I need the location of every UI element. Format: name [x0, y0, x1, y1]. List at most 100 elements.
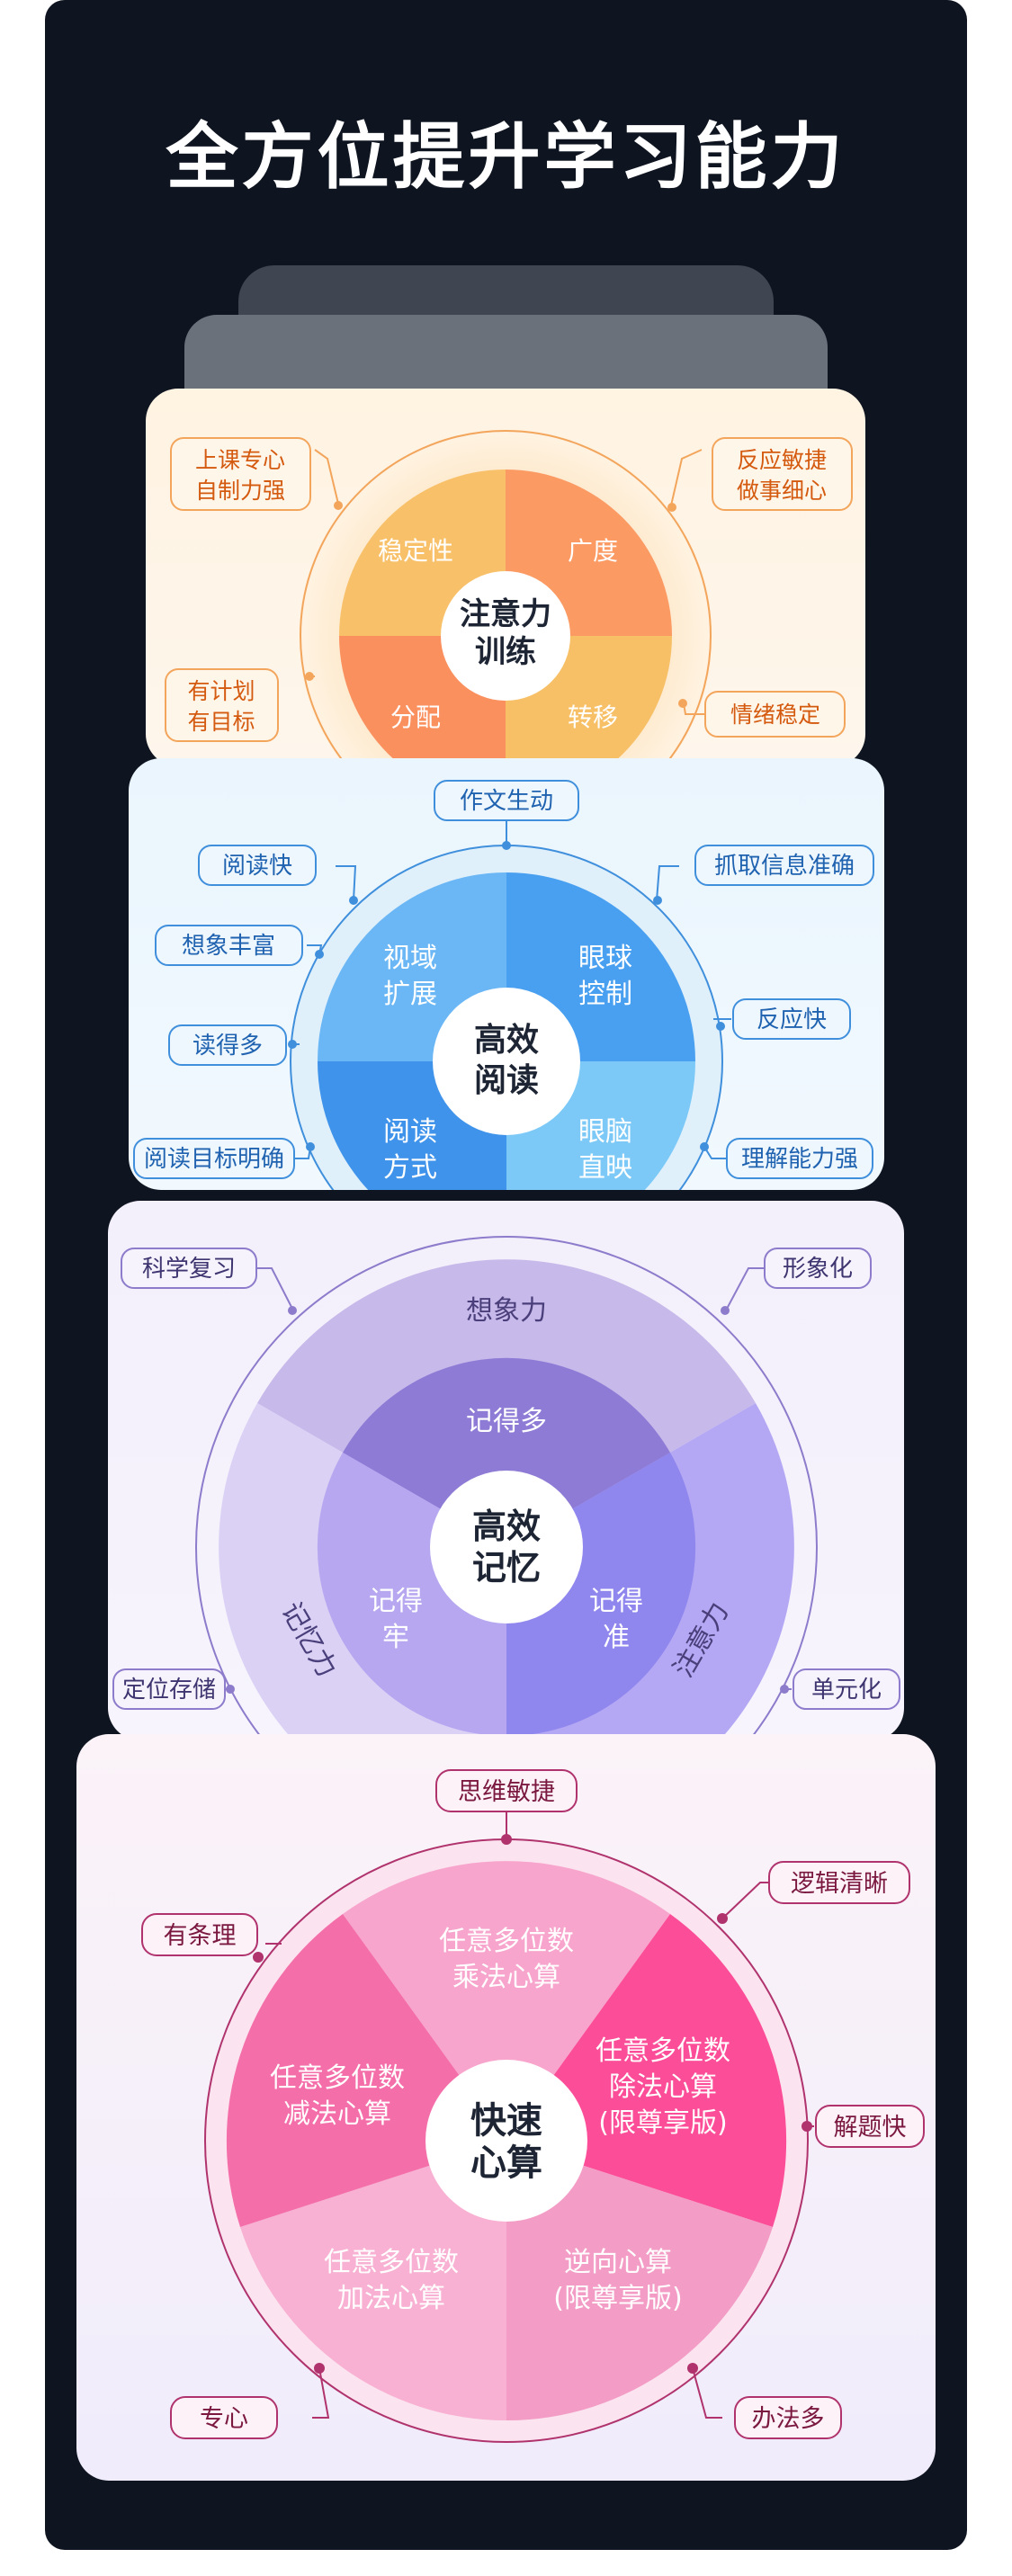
attention-callout-top-left — [170, 437, 311, 511]
reading-sector-label: 方式 — [383, 1152, 437, 1184]
memory-inner-label: 记得多 — [466, 1406, 547, 1437]
callout-text: 单元化 — [811, 1677, 882, 1704]
math-sector-label: 任意多位数 — [596, 2035, 730, 2067]
math-sector-label: 加法心算 — [337, 2283, 445, 2314]
callout-text: 做事细心 — [737, 478, 827, 504]
reading-center-line1: 高效 — [474, 1022, 539, 1059]
attention-callout-bottom-left — [165, 668, 279, 742]
callout-text: 读得多 — [193, 1033, 263, 1060]
callout-text: 形象化 — [783, 1256, 853, 1283]
math-sector-label: 减法心算 — [283, 2098, 391, 2130]
callout-text: 办法多 — [752, 2405, 825, 2433]
math-sector-reverse — [506, 2141, 773, 2420]
memory-card: 高效 记忆 想象力 记忆力 注意力 记得多 记得 牢 记得 科学复习 形象化 — [108, 1201, 904, 1740]
attention-sector-label: 广度 — [568, 536, 618, 566]
page-title: 全方位提升学习能力 — [166, 115, 846, 199]
memory-inner-more — [343, 1357, 670, 1547]
reading-callout — [168, 1024, 287, 1066]
math-sector-label: 除法心算 — [609, 2071, 717, 2103]
callout-text: 科学复习 — [142, 1256, 236, 1283]
memory-inner-label: 记得 — [589, 1586, 643, 1617]
callout-text: 阅读快 — [222, 853, 292, 880]
reading-callout — [694, 845, 874, 886]
memory-callout — [121, 1248, 257, 1289]
attention-center-line2: 训练 — [475, 634, 536, 670]
callout-text: 逻辑清晰 — [791, 1870, 888, 1898]
math-sector-label: (限尊享版) — [553, 2283, 682, 2314]
math-sector-label: 乘法心算 — [452, 1962, 560, 1993]
callout-text: 思维敏捷 — [458, 1778, 555, 1806]
memory-center-disc — [430, 1471, 583, 1623]
math-callout — [435, 1769, 578, 1812]
callout-text: 专心 — [200, 2405, 248, 2433]
attention-ring — [300, 430, 712, 766]
math-callout — [815, 2105, 925, 2148]
attention-sector-label: 转移 — [568, 702, 618, 732]
math-center-line1: 快速 — [470, 2100, 542, 2142]
memory-callout — [793, 1668, 900, 1710]
callout-text: 解题快 — [834, 2114, 907, 2142]
memory-ring — [195, 1236, 818, 1740]
callout-text: 抓取信息准确 — [714, 853, 855, 880]
math-center-disc — [425, 2060, 587, 2222]
callout-text: 上课专心 — [195, 447, 285, 473]
callout-text: 定位存储 — [122, 1677, 216, 1704]
attention-dot — [667, 503, 676, 512]
math-callout — [170, 2396, 278, 2439]
reading-dots — [288, 841, 725, 1151]
memory-callout — [764, 1248, 872, 1289]
reading-callout — [155, 925, 303, 966]
callout-text: 自制力强 — [195, 478, 285, 504]
reading-callout — [726, 1138, 873, 1179]
math-callout — [141, 1913, 258, 1956]
reading-sector-label: 阅读 — [383, 1116, 437, 1148]
reading-sector-label: 眼球 — [578, 943, 632, 974]
reading-callout — [434, 780, 579, 821]
memory-inner-label: 牢 — [382, 1622, 409, 1653]
math-center-line2: 心算 — [470, 2142, 542, 2184]
reading-callout — [198, 845, 317, 886]
attention-center-disc — [441, 571, 570, 701]
reading-sector-label: 眼脑 — [578, 1116, 632, 1148]
memory-callout — [112, 1668, 226, 1710]
math-sector-label: (限尊享版) — [598, 2107, 727, 2139]
attention-callout-top-right — [712, 437, 853, 511]
attention-sector-label: 分配 — [390, 702, 441, 732]
math-card: 快速 心算 任意多位数 乘法心算 任意多位数 除法心算 (限尊享版) 逆向心算 … — [76, 1734, 936, 2481]
math-sector-label: 任意多位数 — [439, 1926, 574, 1957]
memory-center-line1: 高效 — [472, 1507, 541, 1546]
attention-sector-label: 稳定性 — [378, 536, 453, 566]
attention-callout-bottom-right — [704, 691, 846, 738]
callout-text: 阅读目标明确 — [144, 1146, 284, 1173]
attention-dot — [334, 501, 343, 510]
callout-text: 理解能力强 — [741, 1146, 858, 1173]
reading-center-disc — [433, 988, 580, 1135]
callout-text: 有条理 — [164, 1922, 237, 1950]
attention-dot — [678, 699, 687, 708]
reading-card: 高效 阅读 视域 扩展 眼球 控制 阅读 方式 眼脑 直映 — [129, 758, 884, 1190]
reading-sector-label: 扩展 — [383, 979, 437, 1010]
callout-text: 有目标 — [187, 709, 255, 735]
memory-inner-label: 准 — [603, 1622, 630, 1653]
attention-center-line1: 注意力 — [460, 596, 551, 632]
callout-text: 作文生动 — [460, 788, 553, 815]
callout-text: 想象丰富 — [182, 933, 275, 960]
callout-text: 情绪稳定 — [730, 702, 820, 728]
memory-outer-label: 想象力 — [466, 1295, 547, 1327]
math-sector-label: 任意多位数 — [324, 2247, 459, 2278]
memory-center-line2: 记忆 — [472, 1548, 541, 1588]
callout-text: 有计划 — [187, 678, 255, 704]
attention-dot — [305, 672, 314, 681]
memory-inner-label: 记得 — [369, 1586, 423, 1617]
math-callout — [768, 1861, 910, 1904]
reading-sector-label: 视域 — [383, 943, 437, 974]
math-sector-label: 任意多位数 — [270, 2062, 405, 2094]
reading-center-line2: 阅读 — [474, 1062, 539, 1099]
memory-dots — [226, 1306, 789, 1694]
attention-card: 注意力 训练 稳定性 广度 分配 转移 上课专心 自制力强 反应敏捷 做事细心 — [146, 389, 865, 766]
reading-callout — [732, 998, 851, 1040]
math-callout — [734, 2396, 842, 2439]
math-dots — [253, 1834, 812, 2374]
callout-text: 反应敏捷 — [737, 447, 827, 473]
